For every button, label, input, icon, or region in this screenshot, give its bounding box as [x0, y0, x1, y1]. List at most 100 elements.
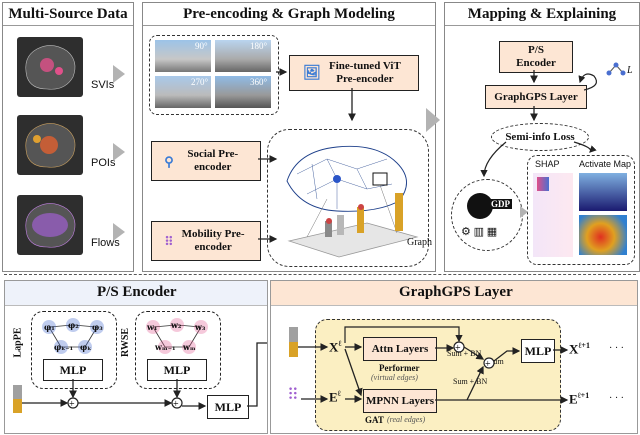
activate-label: Activate Map: [579, 159, 632, 169]
svg-text:φₖ₋₁: φₖ₋₁: [54, 342, 73, 352]
svg-text:wₘ: wₘ: [182, 342, 196, 352]
shap-label: SHAP: [535, 159, 560, 169]
layer-count: L: [627, 65, 633, 76]
svg-text:φ₃: φ₃: [92, 322, 103, 332]
real-edges-label: (real edges): [387, 415, 426, 424]
graphgps-box: GraphGPS Layer: [485, 85, 587, 109]
angle-180: 180°: [250, 41, 268, 51]
panorama-group: [149, 35, 279, 115]
rwse-group: [135, 311, 221, 389]
arrow-chevron: [426, 108, 440, 132]
x-input-label: Xℓ: [329, 339, 342, 355]
activation-heatmap: [579, 215, 627, 255]
gat-label: GAT: [365, 415, 384, 425]
multi-source-title: Multi-Source Data: [3, 3, 133, 26]
mapping-arrows: [480, 70, 597, 218]
graphgps-title: GraphGPS Layer: [399, 284, 513, 300]
poi-map: [17, 115, 83, 175]
ps-encoder-box: P/S Encoder: [499, 41, 573, 73]
graph-group: [267, 129, 429, 267]
gdp-label: GDP: [489, 199, 512, 209]
svg-text:φ₂: φ₂: [68, 320, 79, 330]
e-input-label: Eℓ: [329, 389, 341, 405]
shap-logo: [537, 177, 549, 191]
svg-text:w₁: w₁: [146, 322, 157, 332]
attn-label: Attn Layers: [371, 342, 429, 355]
e-output-ellipsis: · · ·: [609, 393, 624, 404]
svg-text:wₘ₋₁: wₘ₋₁: [154, 342, 175, 352]
ps-encoder-title: P/S Encoder: [97, 284, 177, 300]
angle-360: 360°: [250, 77, 268, 87]
svg-text:φ₁: φ₁: [44, 322, 55, 332]
pre-encoding-arrows: [258, 68, 356, 243]
graphgps-arrows: + +: [298, 326, 569, 404]
svi-label: SVIs: [91, 79, 115, 91]
mobility-label: Mobility Pre-encoder: [181, 228, 245, 253]
pre-encoding-panel: Pre-encoding & Graph Modeling 90° 180° 2…: [142, 2, 436, 272]
e-output-label: Eℓ+1: [569, 391, 590, 407]
x-output-ellipsis: · · ·: [609, 343, 624, 354]
pre-encoding-title: Pre-encoding & Graph Modeling: [143, 3, 435, 26]
sum-bn-label-top: Sum + BN: [447, 349, 482, 358]
performer-label: Performer: [379, 363, 420, 373]
attn-layers-box: Attn Layers: [363, 337, 437, 361]
arrow-chevron: [113, 65, 125, 83]
lappe-mlp: MLP: [43, 359, 103, 381]
scatter-icon: ⠿: [163, 233, 175, 249]
svg-text:+: +: [69, 399, 75, 410]
vit-pre-encoder: 🖼 Fine-tuned ViT Pre-encoder: [289, 55, 419, 91]
panorama-360: [215, 76, 271, 108]
graphgps-label: GraphGPS Layer: [494, 90, 578, 103]
social-label: Social Pre-encoder: [187, 148, 239, 173]
graphgps-panel: GraphGPS Layer ⠿ Xℓ Eℓ Attn Layers Perfo…: [270, 280, 638, 434]
ps-encoder-label: P/S Encoder: [516, 44, 556, 69]
semi-info-loss: Semi-info Loss: [491, 123, 589, 151]
arrow-chevron: [113, 143, 125, 161]
edge-feature-icon: ⠿: [287, 387, 299, 404]
social-pre-encoder: ⚲ Social Pre-encoder: [151, 141, 261, 181]
mpnn-label: MPNN Layers: [365, 394, 435, 407]
graph-illustration: [286, 145, 419, 258]
angle-270: 270°: [191, 77, 209, 87]
svi-map: [17, 37, 83, 97]
panorama-90: [155, 40, 211, 72]
panorama-180: [215, 40, 271, 72]
sum-bn-label-bottom: Sum + BN: [453, 377, 488, 386]
mapping-panel: Mapping & Explaining P/S Encoder GraphGP…: [444, 2, 640, 272]
explain-group: [527, 155, 635, 265]
mpnn-layers-box: MPNN Layers: [363, 389, 437, 413]
sum-label: Sum: [489, 357, 504, 366]
flow-label: Flows: [91, 237, 120, 249]
ps-encoder-header: [5, 281, 267, 306]
ps-encoder-arrows: + +: [22, 342, 267, 410]
globe-icon: [467, 193, 493, 219]
arrow-chevron: [113, 223, 125, 241]
svg-text:+: +: [485, 359, 491, 370]
graphgps-header: [271, 281, 637, 306]
graph-label: Graph: [407, 237, 432, 248]
node-feature-stack: [289, 327, 298, 357]
svg-text:+: +: [173, 399, 179, 410]
multi-source-panel: Multi-Source Data SVIs POIs Flows: [2, 2, 134, 272]
input-feature-stack: [13, 385, 22, 413]
image-icon: 🖼: [303, 65, 321, 81]
ps-final-mlp: MLP: [207, 395, 249, 419]
svg-text:w₃: w₃: [194, 322, 206, 332]
graphgps-core-group: [315, 319, 561, 431]
activation-photo: [579, 173, 627, 211]
section-divider: [4, 274, 636, 275]
social-icon: ⚲: [164, 153, 174, 169]
x-output-label: Xℓ+1: [569, 341, 590, 357]
lappe-group: [31, 311, 117, 389]
panorama-270: [155, 76, 211, 108]
mapping-title: Mapping & Explaining: [445, 3, 639, 26]
tractor-factory-shop-icons: ⚙ ▥ ▦: [461, 226, 498, 238]
angle-90: 90°: [195, 41, 208, 51]
rwse-graph: w₁ w₂ w₃ wₘ₋₁ wₘ: [146, 318, 208, 354]
vit-label: Fine-tuned ViT Pre-encoder: [328, 60, 401, 85]
loss-label: Semi-info Loss: [505, 131, 575, 143]
svg-text:w₂: w₂: [170, 320, 182, 330]
graphgps-mlp: MLP: [521, 339, 555, 363]
